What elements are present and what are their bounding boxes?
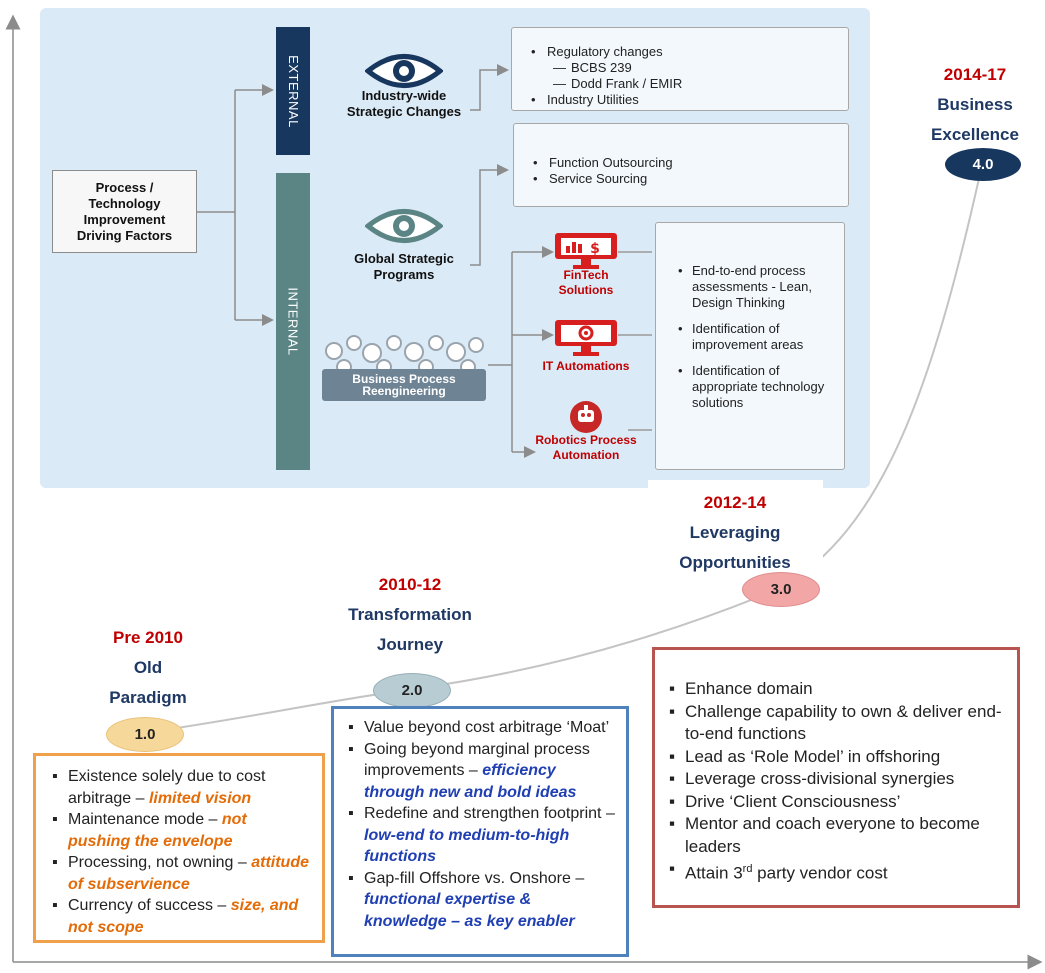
rpa-label: Robotics Process Automation bbox=[535, 433, 637, 462]
version-badge-2: 2.0 bbox=[373, 673, 451, 708]
version-badge-3: 3.0 bbox=[742, 572, 820, 607]
monitor-dollar-icon: $ bbox=[555, 233, 617, 269]
list-item: Identification of appropriate technology… bbox=[674, 363, 840, 411]
list-item: Enhance domain bbox=[667, 678, 1007, 701]
industry-wide-label: Industry-wide Strategic Changes bbox=[346, 88, 462, 119]
panel-connectors bbox=[197, 64, 652, 458]
internal-bar: INTERNAL bbox=[276, 173, 310, 470]
list-item: Regulatory changes bbox=[527, 44, 827, 60]
svg-text:$: $ bbox=[590, 241, 600, 257]
stage-2-card: Value beyond cost arbitrage ‘Moat’ Going… bbox=[331, 706, 629, 957]
list-item: Gap-fill Offshore vs. Onshore – function… bbox=[346, 868, 618, 933]
stage-4-title: 2014-17 Business Excellence bbox=[931, 65, 1019, 144]
eye-icon bbox=[365, 54, 443, 88]
list-item: Redefine and strengthen footprint – low-… bbox=[346, 803, 618, 868]
list-item: Drive ‘Client Consciousness’ bbox=[667, 791, 1007, 814]
list-item: Maintenance mode – not pushing the envel… bbox=[50, 809, 312, 852]
assessment-list: End-to-end process assessments - Lean, D… bbox=[674, 263, 840, 421]
stage3-backdrop bbox=[648, 480, 823, 575]
external-bar: EXTERNAL bbox=[276, 27, 310, 155]
it-label: IT Automations bbox=[542, 359, 630, 373]
robot-icon bbox=[570, 401, 602, 433]
driving-factors-box: Process / Technology Improvement Driving… bbox=[52, 170, 197, 253]
global-programs-label: Global Strategic Programs bbox=[354, 251, 454, 282]
list-item: Challenge capability to own & deliver en… bbox=[667, 701, 1007, 746]
list-item: Going beyond marginal process improvemen… bbox=[346, 739, 618, 804]
list-item: Identification of improvement areas bbox=[674, 321, 840, 353]
list-item: Existence solely due to cost arbitrage –… bbox=[50, 766, 312, 809]
list-item: Dodd Frank / EMIR bbox=[527, 76, 827, 92]
version-badge-1: 1.0 bbox=[106, 717, 184, 752]
stage-3-title: 2012-14 Leveraging Opportunities bbox=[679, 493, 791, 572]
sourcing-list: Function Outsourcing Service Sourcing bbox=[529, 155, 829, 187]
list-item: Value beyond cost arbitrage ‘Moat’ bbox=[346, 717, 618, 739]
list-item: Mentor and coach everyone to become lead… bbox=[667, 813, 1007, 858]
list-item: Leverage cross-divisional synergies bbox=[667, 768, 1007, 791]
list-item: Currency of success – size, and not scop… bbox=[50, 895, 312, 938]
fintech-label: FinTech Solutions bbox=[558, 268, 614, 297]
list-item: Industry Utilities bbox=[527, 92, 827, 108]
version-badge-4: 4.0 bbox=[945, 148, 1021, 181]
list-item: Processing, not owning – attitude of sub… bbox=[50, 852, 312, 895]
stage-1-title: Pre 2010 Old Paradigm bbox=[109, 628, 187, 707]
monitor-gear-icon bbox=[555, 320, 617, 356]
list-item: Service Sourcing bbox=[529, 171, 829, 187]
stage-2-title: 2010-12 Transformation Journey bbox=[348, 575, 472, 654]
list-item: Lead as ‘Role Model’ in offshoring bbox=[667, 746, 1007, 769]
list-item: Attain 3rd party vendor cost bbox=[667, 858, 1007, 885]
list-item: BCBS 239 bbox=[527, 60, 827, 76]
gears-icon bbox=[322, 335, 486, 401]
growth-curve bbox=[142, 164, 983, 734]
stage-1-card: Existence solely due to cost arbitrage –… bbox=[33, 753, 325, 943]
eye-icon bbox=[365, 209, 443, 243]
stage-3-card: Enhance domain Challenge capability to o… bbox=[652, 647, 1020, 908]
bpr-label: Business Process Reengineering bbox=[352, 372, 456, 398]
regulatory-list: Regulatory changes BCBS 239 Dodd Frank /… bbox=[527, 44, 827, 108]
list-item: End-to-end process assessments - Lean, D… bbox=[674, 263, 840, 311]
list-item: Function Outsourcing bbox=[529, 155, 829, 171]
